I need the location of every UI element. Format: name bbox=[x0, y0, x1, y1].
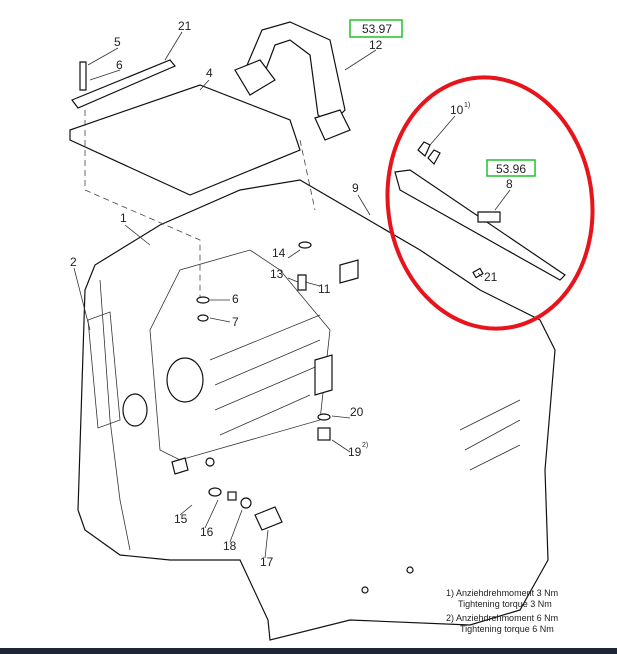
part-label-21: 21 bbox=[484, 270, 498, 284]
note-1-en: Tightening torque 3 Nm bbox=[458, 599, 552, 609]
part-label-9: 9 bbox=[352, 181, 359, 195]
reference-text[interactable]: 53.96 bbox=[496, 162, 526, 176]
part-label-1: 1 bbox=[120, 211, 127, 225]
note-2-en: Tightening torque 6 Nm bbox=[460, 624, 554, 634]
part-label-10: 10 bbox=[450, 103, 464, 117]
torque-notes: 1) Anziehdrehmoment 3 Nm Tightening torq… bbox=[446, 588, 558, 635]
highlight-circle bbox=[385, 75, 595, 331]
part-label-6: 6 bbox=[116, 58, 123, 72]
part-label-2: 2 bbox=[70, 255, 77, 269]
part-label-16: 16 bbox=[200, 525, 214, 539]
part-label-11: 11 bbox=[318, 282, 331, 296]
footnote-mark-10: 1) bbox=[464, 102, 470, 109]
note-mark: 2) bbox=[446, 613, 455, 623]
note-de: Anziehdrehmoment 3 Nm bbox=[456, 588, 559, 598]
cover-strip-part-8 bbox=[394, 169, 566, 281]
footnote-mark-19: 2) bbox=[362, 442, 368, 449]
cover-plate-part-3 bbox=[69, 84, 301, 196]
note-de: Anziehdrehmoment 6 Nm bbox=[456, 613, 559, 623]
part-label-4: 21 bbox=[178, 19, 192, 33]
part-label-17: 17 bbox=[260, 555, 274, 569]
part-label-20: 20 bbox=[350, 405, 364, 419]
reference-text[interactable]: 53.97 bbox=[362, 22, 392, 36]
part-label-15: 15 bbox=[174, 512, 188, 526]
part-label-18: 18 bbox=[223, 539, 237, 553]
part-label-5: 5 bbox=[114, 35, 121, 49]
bottom-bar bbox=[0, 648, 617, 654]
part-label-3: 4 bbox=[206, 66, 213, 80]
part-label-19: 19 bbox=[348, 445, 362, 459]
housing-part-1 bbox=[77, 179, 556, 641]
part-label-7: 7 bbox=[232, 315, 239, 329]
note-mark: 1) bbox=[446, 588, 455, 598]
part-label-14: 14 bbox=[272, 246, 286, 260]
note-1: 1) Anziehdrehmoment 3 Nm bbox=[446, 588, 558, 599]
part-label-8: 8 bbox=[506, 177, 513, 191]
part-label-13: 13 bbox=[270, 267, 284, 281]
part-label-6b: 6 bbox=[232, 292, 239, 306]
reference-box-53-96[interactable]: 53.96 bbox=[486, 159, 536, 177]
part-label-12: 12 bbox=[369, 38, 383, 52]
reference-box-53-97[interactable]: 53.97 bbox=[349, 19, 403, 38]
note-2: 2) Anziehdrehmoment 6 Nm bbox=[446, 613, 558, 624]
